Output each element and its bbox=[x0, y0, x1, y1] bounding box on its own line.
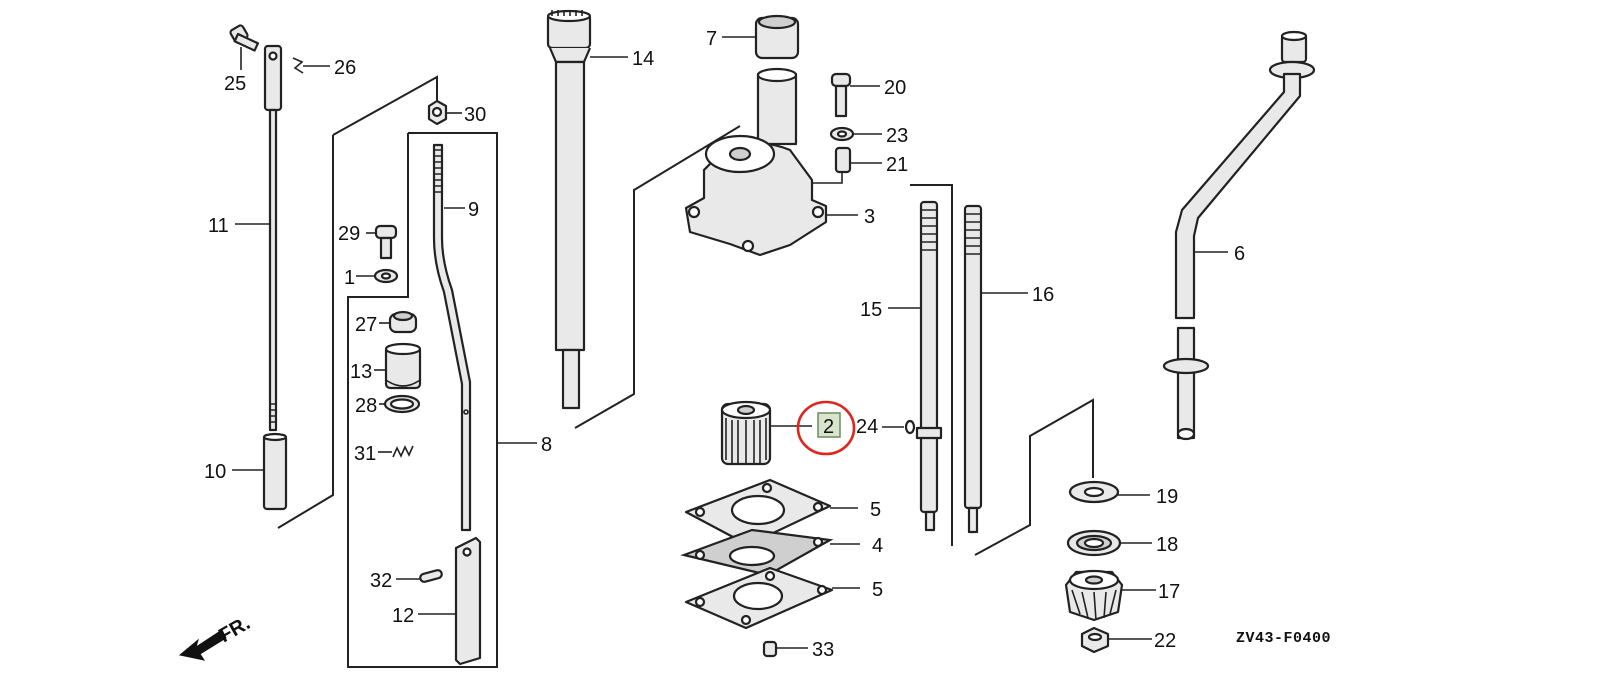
callout-7: 7 bbox=[706, 28, 717, 50]
callout-31: 31 bbox=[354, 443, 376, 465]
callout-18: 18 bbox=[1156, 534, 1178, 556]
callout-16: 16 bbox=[1032, 284, 1054, 306]
shift-arm-12 bbox=[454, 536, 482, 666]
gasket-5-lower bbox=[684, 566, 834, 630]
callout-9: 9 bbox=[468, 199, 479, 221]
highlighted-callout[interactable] bbox=[796, 400, 856, 456]
dowel-33 bbox=[762, 640, 778, 658]
highlight-box bbox=[817, 412, 841, 438]
callout-5-lower: 5 bbox=[872, 579, 883, 601]
callout-30: 30 bbox=[464, 104, 486, 126]
callout-3: 3 bbox=[864, 206, 875, 228]
callout-22: 22 bbox=[1154, 630, 1176, 652]
gear-17 bbox=[1064, 569, 1124, 622]
dowel-21 bbox=[834, 146, 852, 174]
nut-30 bbox=[427, 99, 448, 126]
callout-1: 1 bbox=[344, 267, 355, 289]
front-direction-arrow bbox=[178, 629, 227, 661]
rod-11 bbox=[263, 44, 283, 432]
callout-32: 32 bbox=[370, 570, 392, 592]
callout-26: 26 bbox=[334, 57, 356, 79]
pump-housing-3 bbox=[684, 67, 828, 257]
shaft-15 bbox=[915, 200, 943, 532]
shift-rod-6 bbox=[1162, 30, 1316, 441]
bearing-18 bbox=[1066, 529, 1122, 557]
washer-19 bbox=[1068, 480, 1120, 504]
callout-15: 15 bbox=[860, 299, 882, 321]
callout-2: 2 bbox=[823, 416, 834, 438]
callout-12: 12 bbox=[392, 605, 414, 627]
callout-17: 17 bbox=[1158, 581, 1180, 603]
front-direction-label: FR. bbox=[215, 612, 254, 647]
seal-7 bbox=[754, 14, 800, 60]
callout-14: 14 bbox=[632, 48, 654, 70]
bolt-25 bbox=[229, 24, 260, 52]
callout-29: 29 bbox=[338, 223, 360, 245]
callout-13: 13 bbox=[350, 361, 372, 383]
spring-31 bbox=[392, 445, 414, 458]
callout-6: 6 bbox=[1234, 243, 1245, 265]
callout-5-upper: 5 bbox=[870, 499, 881, 521]
callout-19: 19 bbox=[1156, 486, 1178, 508]
key-24 bbox=[904, 419, 916, 435]
callout-4: 4 bbox=[872, 535, 883, 557]
callout-23: 23 bbox=[886, 125, 908, 147]
callout-10: 10 bbox=[204, 461, 226, 483]
plate-4 bbox=[680, 528, 834, 577]
sleeve-10 bbox=[262, 432, 288, 511]
o-ring-28 bbox=[383, 394, 421, 414]
gasket-5-upper bbox=[684, 478, 832, 547]
bushing-13 bbox=[384, 342, 422, 390]
callout-20: 20 bbox=[884, 77, 906, 99]
clip-26 bbox=[292, 57, 304, 74]
bolt-29 bbox=[374, 224, 398, 260]
callout-8: 8 bbox=[541, 434, 552, 456]
callout-21: 21 bbox=[886, 154, 908, 176]
bolt-20 bbox=[830, 72, 852, 118]
highlight-circle bbox=[796, 400, 856, 456]
callout-24: 24 bbox=[856, 416, 878, 438]
collar-27 bbox=[388, 310, 418, 334]
callout-11: 11 bbox=[208, 215, 229, 237]
pin-32 bbox=[419, 569, 443, 583]
diagram-code: ZV43-F0400 bbox=[1236, 630, 1331, 647]
water-tube-14 bbox=[546, 9, 592, 410]
callout-33: 33 bbox=[812, 639, 834, 661]
nut-22 bbox=[1080, 626, 1110, 654]
washer-1 bbox=[373, 268, 399, 284]
callout-28: 28 bbox=[355, 395, 377, 417]
callout-25: 25 bbox=[224, 73, 246, 95]
callout-27: 27 bbox=[355, 314, 377, 336]
washer-23 bbox=[829, 126, 855, 142]
impeller-2 bbox=[720, 400, 772, 466]
shaft-16 bbox=[963, 204, 983, 534]
shift-rod-9 bbox=[432, 143, 472, 532]
